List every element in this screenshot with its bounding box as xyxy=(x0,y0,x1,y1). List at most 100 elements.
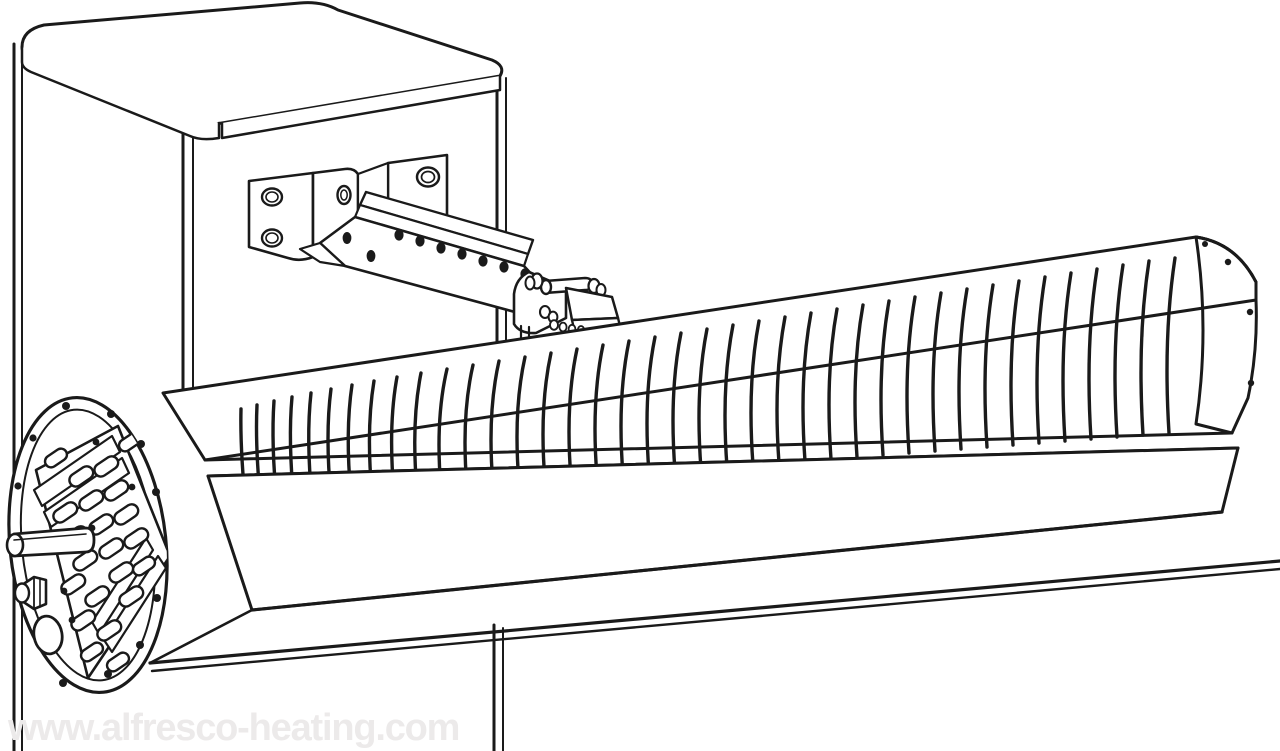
louver-slot xyxy=(98,537,125,560)
heater-bottom-edge xyxy=(250,510,1224,612)
heater-fin xyxy=(697,327,709,471)
louver-slot xyxy=(113,503,140,526)
louver-slot xyxy=(96,619,123,642)
end-cap-rivet xyxy=(14,482,22,490)
pivot-strut-upper xyxy=(564,286,620,322)
heater-fin xyxy=(723,323,735,469)
louver-slot xyxy=(103,479,130,502)
louver-slot xyxy=(52,501,79,524)
arm-adjustment-hole xyxy=(436,242,446,254)
louver-slot xyxy=(93,455,120,478)
arm-adjustment-hole xyxy=(342,232,352,244)
heater-fin xyxy=(671,331,683,473)
heater-bottom-far-edge xyxy=(148,559,1280,665)
end-cap-rivet xyxy=(59,679,67,687)
heater-fin xyxy=(1165,256,1177,435)
heater-fin xyxy=(801,311,813,463)
louver-slot-group xyxy=(43,431,157,673)
end-cap-left-assembly xyxy=(5,395,172,695)
heater-fin xyxy=(931,291,943,453)
wall-plate-bolt-hole-inner xyxy=(265,232,279,244)
end-cap-rivet xyxy=(153,594,161,602)
end-cap-rivet xyxy=(29,434,37,442)
watermark: www.alfresco-heating.com xyxy=(7,707,459,749)
end-cap-rivet xyxy=(137,440,145,448)
louver-slot xyxy=(78,489,105,512)
louver-panel-rivet xyxy=(92,438,100,446)
end-cap-right-seam xyxy=(1194,235,1258,284)
heater-skirt-left-return xyxy=(148,608,254,665)
heater-fin xyxy=(1087,267,1099,441)
end-cap-right-rivet xyxy=(1246,308,1254,316)
louver-slot xyxy=(68,465,95,488)
hex-fitting-end xyxy=(13,582,31,604)
post-cap-underside xyxy=(20,45,221,141)
louver-slot xyxy=(108,561,135,584)
strut-bolt xyxy=(549,319,559,331)
arm-adjustment-hole xyxy=(478,255,488,267)
upright-plate-bolt-hole-inner xyxy=(420,170,436,184)
louver-slot xyxy=(118,585,145,608)
end-cap-rivet xyxy=(62,402,70,410)
heater-chamfer-top-line xyxy=(203,431,1234,462)
wall-plate-bolt-hole xyxy=(336,184,352,206)
heater-fin-group xyxy=(239,256,1177,510)
heater-fin xyxy=(1061,271,1073,443)
louver-slot xyxy=(105,651,131,673)
heater-fin xyxy=(1139,259,1151,437)
heater-fin xyxy=(853,303,865,459)
louver-slot xyxy=(72,549,99,572)
heater-body xyxy=(148,235,1280,673)
end-cap-rivet xyxy=(152,488,160,496)
gas-inlet-pipe-highlight xyxy=(13,533,87,541)
heater-fin xyxy=(645,335,657,475)
arm-adjustment-hole xyxy=(394,229,404,241)
end-cap-right-rivet xyxy=(1247,379,1255,387)
louver-panel-rivet xyxy=(128,483,136,491)
louver-slot xyxy=(70,609,97,632)
heater-fin xyxy=(593,343,605,479)
wall-plate-bolt-hole xyxy=(260,228,284,248)
louver-slot xyxy=(131,555,157,577)
upright-plate-bolt-hole xyxy=(415,166,441,188)
wall-plate-face-left xyxy=(247,171,315,262)
louver-panel-group xyxy=(32,424,172,680)
end-cap-rivet xyxy=(107,410,115,418)
louver-slot xyxy=(43,447,69,469)
heater-fin xyxy=(567,347,579,481)
pivot-washer xyxy=(524,275,536,291)
wall-plate-bolt-hole-inner xyxy=(340,189,348,201)
heater-fin xyxy=(1009,279,1021,447)
heater-fin xyxy=(1113,263,1125,439)
louver-panel-rivet xyxy=(68,616,76,624)
arm-adjustment-hole xyxy=(499,261,509,273)
round-access-port xyxy=(32,614,64,656)
heater-fin xyxy=(957,287,969,451)
heater-fin xyxy=(983,283,995,449)
arm-adjustment-hole xyxy=(415,235,425,247)
heater-fin xyxy=(879,299,891,457)
arm-adjustment-hole xyxy=(457,248,467,260)
mounting-bracket-assembly xyxy=(247,153,624,346)
adjustable-mounting-arm xyxy=(298,190,562,324)
wall-plate-bolt-hole-inner xyxy=(265,191,279,203)
end-cap-right-rivet xyxy=(1224,258,1232,266)
louver-slot xyxy=(84,585,111,608)
support-post xyxy=(12,1,507,751)
heater-fin xyxy=(619,339,631,477)
end-cap-rivet xyxy=(136,641,144,649)
post-cap-underside-right xyxy=(220,74,502,140)
louver-slot xyxy=(123,527,150,550)
hex-union-fitting xyxy=(13,575,48,611)
gas-inlet-pipe-end xyxy=(5,532,25,558)
heater-fin xyxy=(827,307,839,461)
heater-bottom-far-edge-second xyxy=(150,567,1280,673)
louver-panel-rivet-group xyxy=(60,438,136,624)
heater-fin xyxy=(541,351,553,483)
heater-fin xyxy=(905,295,917,455)
post-top-cap xyxy=(20,1,504,126)
wall-plate-bolt-hole xyxy=(260,187,284,207)
gas-inlet-pipe xyxy=(5,526,96,558)
